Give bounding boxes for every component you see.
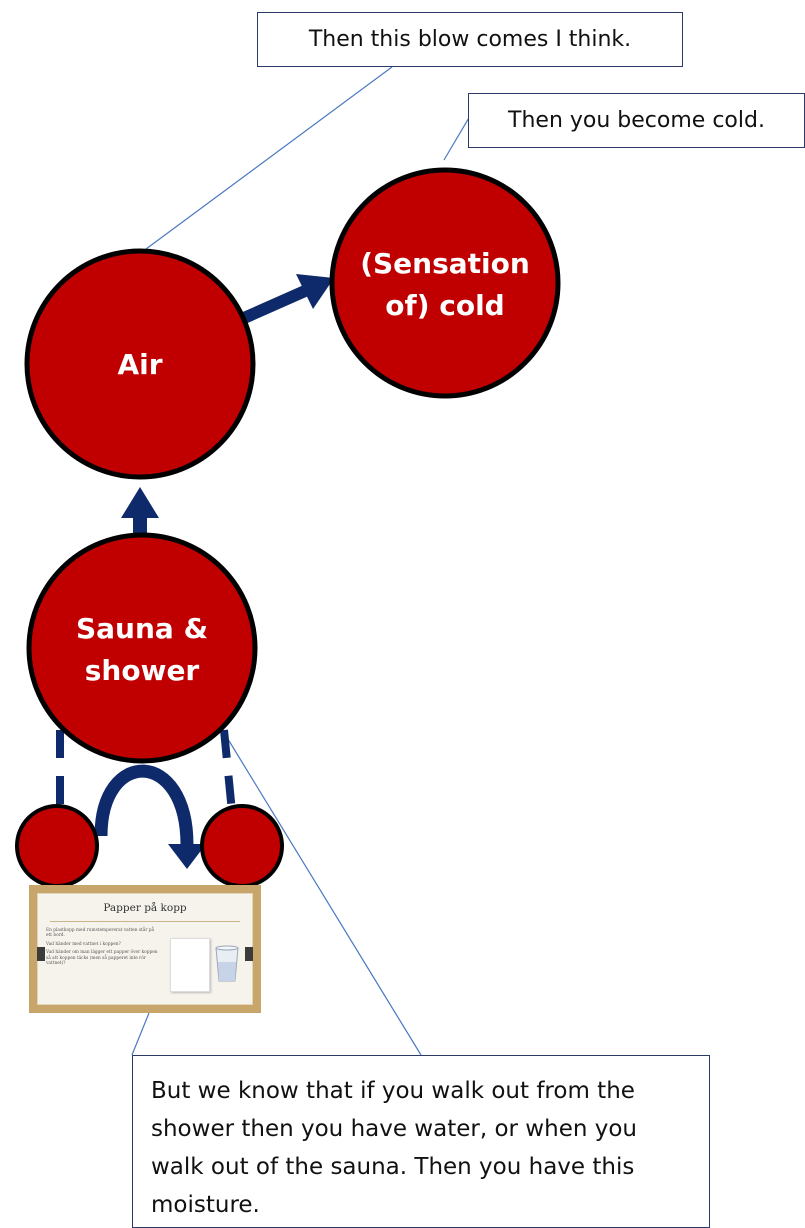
- callout-moisture: But we know that if you walk out from th…: [132, 1055, 710, 1228]
- callout-cold-text: Then you become cold.: [508, 108, 765, 133]
- slide-body: Papper på kopp En plastkopp med rumstemp…: [37, 893, 253, 1005]
- leader-line-blow: [141, 66, 393, 253]
- node-air: Air: [24, 248, 256, 480]
- slide-divider: [50, 921, 240, 922]
- callout-blow: Then this blow comes I think.: [257, 12, 683, 67]
- node-small-left: [15, 804, 99, 888]
- callout-cold: Then you become cold.: [468, 93, 805, 148]
- slide-bullet: En plastkopp med rumstempererat vatten s…: [46, 928, 155, 939]
- dashed-connector-right: [220, 729, 236, 813]
- slide-bullet: Vad händer om man lägger ett papper över…: [46, 950, 158, 967]
- leader-line-moisture-shower: [222, 730, 422, 1056]
- callout-moisture-text: But we know that if you walk out from th…: [151, 1078, 637, 1218]
- node-cold-label-line1: (Sensation: [360, 247, 530, 280]
- slide-thumbnail: Papper på kopp En plastkopp med rumstemp…: [29, 885, 261, 1013]
- slide-tab-left: [37, 947, 45, 961]
- node-cold: (Sensation of) cold: [329, 167, 561, 399]
- arrow-air-to-cold: [241, 274, 334, 324]
- slide-title: Papper på kopp: [103, 902, 187, 914]
- curved-transition-arrow: [94, 764, 206, 869]
- leader-line-cold: [443, 115, 471, 161]
- cup-icon: [215, 945, 239, 982]
- leader-line-moisture-slide: [131, 1012, 150, 1056]
- paper-image: [170, 938, 210, 992]
- callout-blow-text: Then this blow comes I think.: [308, 27, 632, 52]
- slide-bullet-list: En plastkopp med rumstempererat vatten s…: [46, 928, 158, 969]
- node-air-label: Air: [117, 348, 162, 381]
- node-cold-label-line2: of) cold: [385, 289, 504, 322]
- node-sauna-label-line1: Sauna &: [76, 612, 208, 645]
- node-sauna-label-line2: shower: [85, 654, 200, 687]
- slide-tab-right: [245, 947, 253, 961]
- slide-bullet: Vad händer med vattnet i koppen?: [46, 941, 121, 947]
- node-sauna-shower: Sauna & shower: [26, 532, 258, 764]
- node-small-right: [200, 804, 284, 888]
